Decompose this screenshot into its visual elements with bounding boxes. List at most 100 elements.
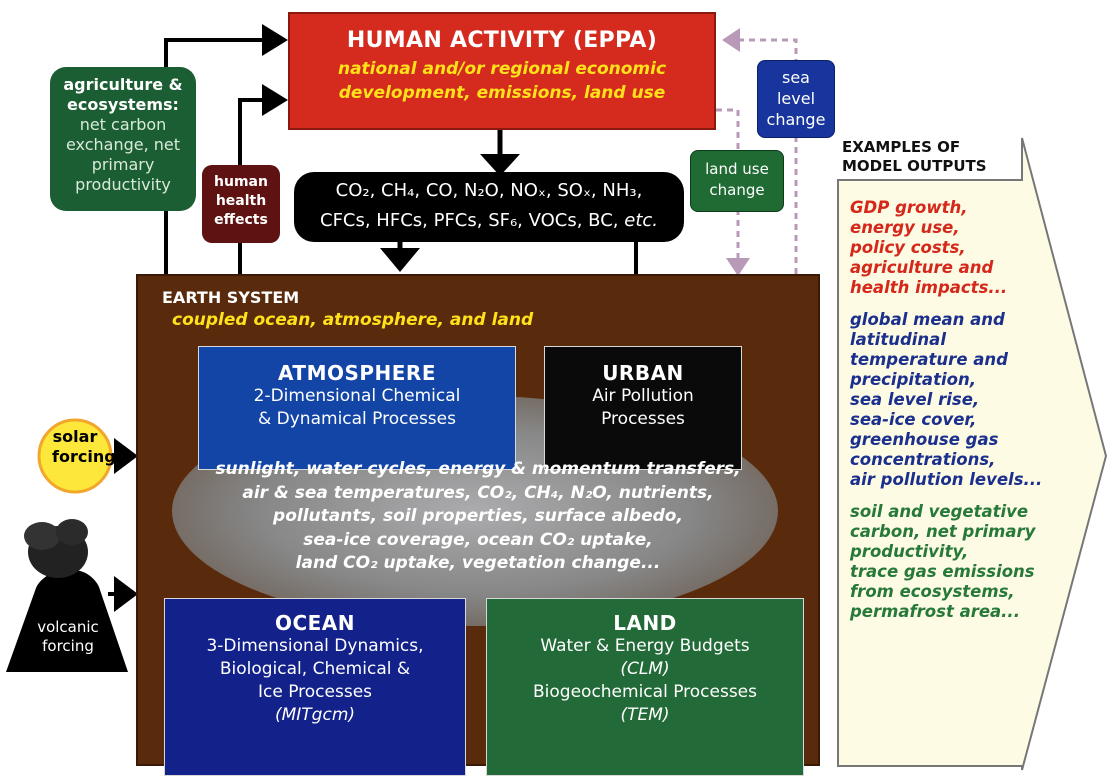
volcanic-forcing-label: volcanic forcing <box>16 618 120 656</box>
output-line: sea-ice cover, <box>850 410 977 429</box>
output-line: sea level rise, <box>850 390 980 409</box>
human-activity-box: HUMAN ACTIVITY (EPPA) national and/or re… <box>288 12 716 130</box>
atmosphere-line: 2-Dimensional Chemical <box>253 386 461 406</box>
human-health-line: effects <box>214 212 268 228</box>
emissions-etc: etc. <box>624 210 658 231</box>
ocean-model: (MITgcm) <box>274 705 356 725</box>
agriculture-title-line1: agriculture & <box>63 75 183 94</box>
human-health-line: health <box>215 193 267 209</box>
output-line: permafrost area... <box>850 602 1020 621</box>
ocean-line: Biological, Chemical & <box>219 659 411 679</box>
solar-forcing-label: solar forcing <box>52 427 116 467</box>
land-line1: Water & Energy Budgets <box>540 636 750 656</box>
process-line: air & sea temperatures, CO₂, CH₄, N₂O, n… <box>242 482 714 503</box>
human-health-line: human <box>214 174 268 190</box>
atmosphere-box: ATMOSPHERE 2-Dimensional Chemical & Dyna… <box>198 346 516 470</box>
human-activity-subtitle-line2: development, emissions, land use <box>338 83 666 103</box>
output-line: trace gas emissions <box>850 562 1035 581</box>
urban-title: URBAN <box>602 361 684 385</box>
urban-line: Air Pollution <box>592 386 694 406</box>
land-use-line: land use <box>705 160 769 178</box>
output-line: latitudinal <box>850 330 946 349</box>
emissions-line2: CFCs, HFCs, PFCs, SF₆, VOCs, BC, etc. <box>294 206 684 236</box>
land-box: LAND Water & Energy Budgets (CLM) Biogeo… <box>486 598 804 776</box>
agriculture-text-line: primary <box>91 155 155 174</box>
sun-icon <box>37 418 113 494</box>
output-line: soil and vegetative <box>850 502 1029 521</box>
output-line: productivity, <box>850 542 969 561</box>
agriculture-text-line: exchange, net <box>65 135 181 154</box>
atmosphere-title: ATMOSPHERE <box>278 361 436 385</box>
ecosystem-outputs: soil and vegetative carbon, net primary … <box>850 502 1080 622</box>
earth-system-processes: sunlight, water cycles, energy & momentu… <box>178 458 778 576</box>
output-line: GDP growth, <box>850 198 968 217</box>
land-model2: (TEM) <box>620 705 670 725</box>
volcano-icon <box>6 519 128 672</box>
output-line: greenhouse gas <box>850 430 999 449</box>
human-activity-subtitle-line1: national and/or regional economic <box>337 59 667 79</box>
output-line: health impacts... <box>850 278 1008 297</box>
health-arrowhead <box>262 84 288 116</box>
economic-outputs: GDP growth, energy use, policy costs, ag… <box>850 198 1080 298</box>
climate-outputs: global mean and latitudinal temperature … <box>850 310 1080 490</box>
output-line: from ecosystems, <box>850 582 1015 601</box>
agri-arrowhead <box>262 24 288 56</box>
earth-system-box: EARTH SYSTEM coupled ocean, atmosphere, … <box>136 274 820 776</box>
human-activity-title: HUMAN ACTIVITY (EPPA) <box>346 28 658 53</box>
sea-level-line: sea <box>782 68 810 87</box>
process-line: land CO₂ uptake, vegetation change... <box>295 553 661 573</box>
ocean-line: Ice Processes <box>257 682 373 702</box>
land-use-line: change <box>709 181 765 199</box>
emissions-line1: CO₂, CH₄, CO, N₂O, NOₓ, SOₓ, NH₃, <box>335 180 643 201</box>
ocean-title: OCEAN <box>274 611 356 635</box>
sea-level-arrowhead <box>722 28 740 52</box>
process-line: sunlight, water cycles, energy & momentu… <box>215 459 741 479</box>
process-line: sea-ice coverage, ocean CO₂ uptake, <box>303 529 653 550</box>
urban-line: Processes <box>601 409 685 429</box>
solar-line: forcing <box>52 447 116 466</box>
land-model1: (CLM) <box>620 659 670 679</box>
sea-level-dashed-line <box>738 38 798 274</box>
solar-line: solar <box>52 427 98 446</box>
emissions-to-earth-arrowhead <box>380 248 420 272</box>
agriculture-ecosystems-box: agriculture & ecosystems: net carbon exc… <box>50 67 196 211</box>
land-line2: Biogeochemical Processes <box>533 682 757 702</box>
land-use-change-box: land use change <box>690 150 784 212</box>
atmosphere-line: & Dynamical Processes <box>258 409 456 429</box>
outputs-header-line1: EXAMPLES OF <box>842 138 961 156</box>
land-use-arrowhead <box>726 258 750 276</box>
agriculture-title-line2: ecosystems: <box>67 95 179 114</box>
volcanic-line: forcing <box>42 637 94 655</box>
ocean-line: 3-Dimensional Dynamics, <box>206 636 424 656</box>
agriculture-text-line: productivity <box>75 175 171 194</box>
agriculture-text-line: net carbon <box>79 115 167 134</box>
solar-arrowhead <box>114 438 138 474</box>
volcanic-line: volcanic <box>37 618 99 636</box>
earth-system-subtitle: coupled ocean, atmosphere, and land <box>172 310 534 330</box>
output-line: policy costs, <box>850 238 966 257</box>
human-to-emissions-arrowhead <box>480 154 520 176</box>
ocean-box: OCEAN 3-Dimensional Dynamics, Biological… <box>164 598 466 776</box>
outputs-header-line2: MODEL OUTPUTS <box>842 157 987 175</box>
process-line: pollutants, soil properties, surface alb… <box>273 506 683 526</box>
volcanic-arrowhead <box>114 576 138 612</box>
output-line: temperature and <box>850 350 1008 369</box>
earth-system-title: EARTH SYSTEM <box>162 288 300 307</box>
emissions-box: CO₂, CH₄, CO, N₂O, NOₓ, SOₓ, NH₃, CFCs, … <box>294 172 684 242</box>
human-health-effects-box: human health effects <box>202 165 280 243</box>
output-line: agriculture and <box>850 258 994 277</box>
output-line: precipitation, <box>850 370 976 389</box>
output-line: carbon, net primary <box>850 522 1036 541</box>
urban-box: URBAN Air Pollution Processes <box>544 346 742 470</box>
sea-level-line: level <box>776 89 816 108</box>
outputs-arrow-shape <box>837 137 1108 771</box>
land-title: LAND <box>613 611 677 635</box>
outputs-header: EXAMPLES OF MODEL OUTPUTS <box>842 138 1032 176</box>
output-line: energy use, <box>850 218 960 237</box>
sea-level-line: change <box>766 110 826 129</box>
output-line: concentrations, <box>850 450 996 469</box>
output-line: global mean and <box>850 310 1005 329</box>
output-line: air pollution levels... <box>850 470 1043 489</box>
sea-level-change-box: sea level change <box>757 60 835 138</box>
emissions-line2-main: CFCs, HFCs, PFCs, SF₆, VOCs, BC, <box>320 210 619 231</box>
